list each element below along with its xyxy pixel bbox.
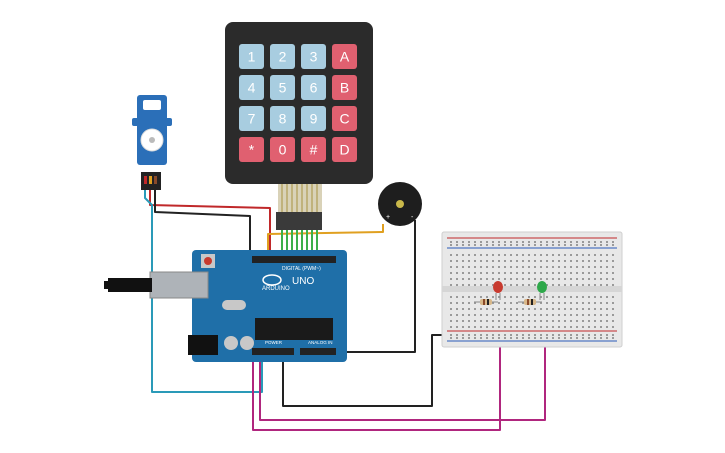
analog-header[interactable] [300, 348, 336, 355]
keypad-green-wires[interactable] [281, 230, 318, 262]
power-jack [188, 335, 218, 355]
keypad-key-0[interactable]: 0 [270, 137, 295, 162]
servo-red-wire[interactable] [149, 190, 271, 262]
keypad-key-A[interactable]: A [332, 44, 357, 69]
green-led[interactable] [537, 281, 547, 300]
keypad-key-label: 5 [279, 80, 287, 96]
keypad-key-label: A [340, 49, 350, 65]
usb-cable [108, 278, 152, 292]
buzzer-orange-wire[interactable] [267, 224, 384, 262]
analog-label: ANALOG IN [308, 340, 333, 345]
red-led[interactable] [493, 281, 503, 300]
breadboard[interactable] [441, 231, 623, 348]
keypad-key-label: 3 [310, 49, 318, 65]
servo-black-wire[interactable] [154, 190, 251, 262]
keypad-key-1[interactable]: 1 [239, 44, 264, 69]
keypad-key-C[interactable]: C [332, 106, 357, 131]
keypad-key-3[interactable]: 3 [301, 44, 326, 69]
keypad-key-label: 8 [279, 111, 287, 127]
keypad-key-#[interactable]: # [301, 137, 326, 162]
keypad-key-label: 2 [279, 49, 287, 65]
atmega-chip [255, 318, 333, 340]
digital-label: DIGITAL (PWM~) [282, 266, 321, 272]
keypad-key-7[interactable]: 7 [239, 106, 264, 131]
arduino-logo-text: ARDUINO [262, 286, 290, 292]
power-label: POWER [265, 340, 283, 345]
resistor-2[interactable] [518, 299, 542, 305]
keypad-key-label: * [249, 142, 255, 158]
keypad-key-label: 4 [248, 80, 256, 96]
keypad-key-D[interactable]: D [332, 137, 357, 162]
led-red-magenta-wire[interactable] [252, 298, 501, 431]
keypad-key-label: 9 [310, 111, 318, 127]
keypad-key-*[interactable]: * [239, 137, 264, 162]
keypad-key-5[interactable]: 5 [270, 75, 295, 100]
breadboard-holes [450, 241, 614, 339]
keypad-key-label: 1 [248, 49, 256, 65]
buzzer-plus-label: + [386, 214, 390, 221]
arduino-logo-icon [262, 274, 282, 286]
digital-header[interactable] [252, 256, 336, 263]
keypad-key-label: C [339, 111, 349, 127]
uno-label: UNO [292, 276, 314, 287]
keypad-key-8[interactable]: 8 [270, 106, 295, 131]
keypad-key-label: # [310, 142, 318, 158]
usb-port [149, 271, 209, 299]
keypad-keys: 1 2 3 A 4 5 6 B 7 8 9 C * 0 # D [239, 44, 357, 162]
keypad-key-4[interactable]: 4 [239, 75, 264, 100]
servo-motor[interactable] [132, 95, 172, 190]
keypad[interactable]: 1 2 3 A 4 5 6 B 7 8 9 C * 0 # D [225, 22, 373, 230]
keypad-ribbon [276, 184, 322, 230]
power-header[interactable] [252, 348, 294, 355]
resistor-1[interactable] [474, 299, 498, 305]
keypad-key-label: D [339, 142, 349, 158]
buzzer-minus-label: - [411, 214, 414, 221]
keypad-key-label: B [340, 80, 349, 96]
keypad-key-B[interactable]: B [332, 75, 357, 100]
keypad-key-label: 6 [310, 80, 318, 96]
keypad-key-label: 7 [248, 111, 256, 127]
keypad-key-6[interactable]: 6 [301, 75, 326, 100]
piezo-buzzer[interactable]: + - [378, 182, 422, 226]
keypad-key-label: 0 [279, 142, 287, 158]
keypad-key-2[interactable]: 2 [270, 44, 295, 69]
arduino-uno[interactable]: DIGITAL (PWM~) UNO ARDUINO POWER ANALOG … [104, 250, 347, 362]
keypad-key-9[interactable]: 9 [301, 106, 326, 131]
